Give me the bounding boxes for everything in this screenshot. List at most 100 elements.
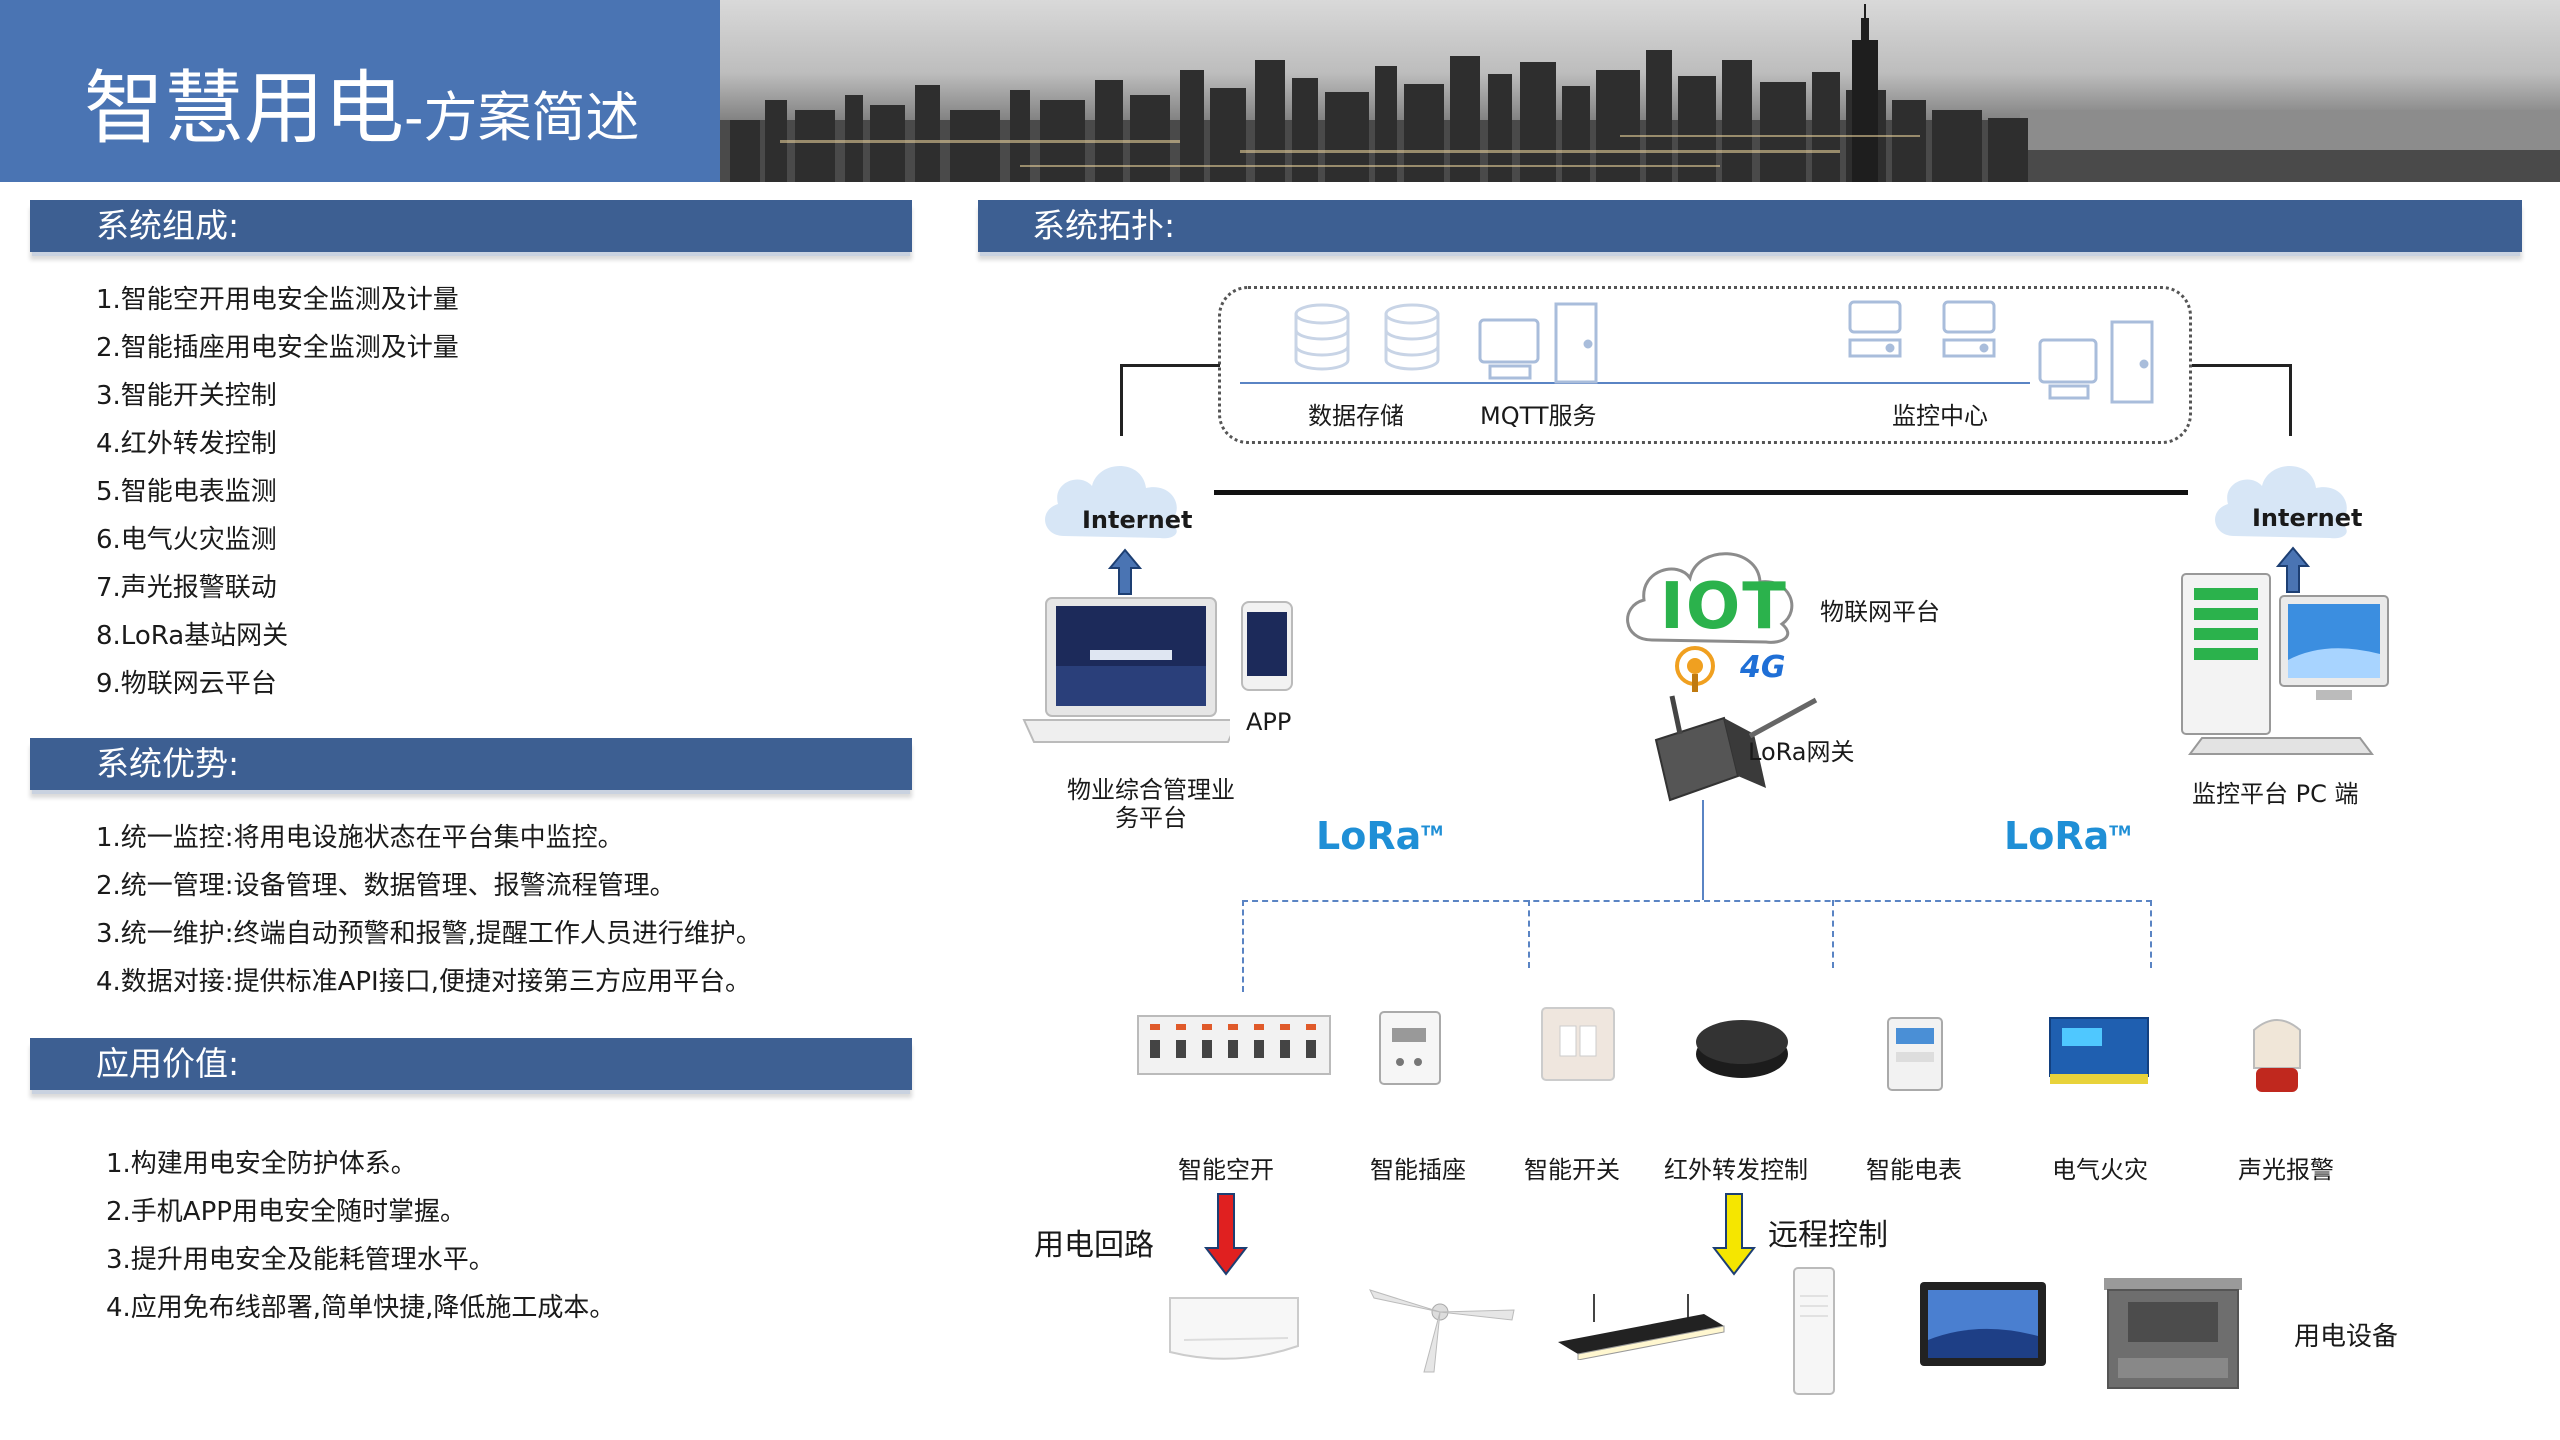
label-internet-right: Internet <box>2252 504 2363 532</box>
connector-line <box>2192 364 2292 367</box>
lora-gateway-icon <box>1654 695 1818 802</box>
list-item: 5.智能电表监测 <box>96 477 277 507</box>
device-label: 智能插座 <box>1370 1156 1466 1184</box>
lora-logo-left: LoRaTM <box>1316 814 1443 858</box>
list-item: 3.提升用电安全及能耗管理水平。 <box>106 1245 495 1275</box>
list-item: 4.应用免布线部署,简单快捷,降低施工成本。 <box>106 1293 616 1323</box>
gateway-link-line <box>1702 800 1704 900</box>
list-item: 4.红外转发控制 <box>96 429 277 459</box>
smart-switch-icon <box>1541 1007 1615 1081</box>
lora-drop-line <box>1528 900 1530 968</box>
monitor-icon <box>1942 300 1996 358</box>
section-bar-topology: 系统拓扑: <box>978 200 2522 252</box>
list-item: 8.LoRa基站网关 <box>96 621 289 651</box>
smart-meter-icon <box>1887 1017 1943 1091</box>
list-item: 1.智能空开用电安全监测及计量 <box>96 285 459 315</box>
lora-drop-line <box>1242 900 1244 992</box>
connector-line <box>2289 364 2292 436</box>
desktop-pc-icon <box>2181 573 2389 755</box>
list-item: 2.统一管理:设备管理、数据管理、报警流程管理。 <box>96 871 676 901</box>
signal-tower-icon <box>1675 646 1715 692</box>
fire-monitor-icon <box>2049 1017 2149 1084</box>
section-title-composition: 系统组成: <box>96 206 240 245</box>
list-item: 9.物联网云平台 <box>96 669 277 699</box>
monitor-icon <box>1848 300 1902 358</box>
server-computer-icon <box>2038 320 2154 404</box>
device-label: 智能电表 <box>1866 1156 1962 1184</box>
page-title-main: 智慧用电 <box>84 62 404 155</box>
label-pc-platform: 监控平台 PC 端 <box>2192 780 2359 808</box>
list-item: 3.统一维护:终端自动预警和报警,提醒工作人员进行维护。 <box>96 919 762 949</box>
section-bar-composition: 系统组成: <box>30 200 912 252</box>
lora-bus-line <box>1242 900 2152 902</box>
iot-cloud-icon <box>1626 552 1794 644</box>
ir-controller-icon <box>1696 1020 1788 1078</box>
server-line <box>1240 382 2030 384</box>
label-remote-control: 远程控制 <box>1768 1218 1888 1253</box>
section-title-topology: 系统拓扑: <box>1032 206 1176 245</box>
section-title-advantages: 系统优势: <box>96 744 240 783</box>
lora-drop-line <box>2150 900 2152 968</box>
device-label: 电气火灾 <box>2052 1156 2148 1184</box>
cloud-icon <box>2215 466 2347 539</box>
lora-drop-line <box>1832 900 1834 968</box>
section-title-value: 应用价值: <box>96 1044 240 1083</box>
cloud-icon <box>1045 466 1177 539</box>
list-item: 6.电气火灾监测 <box>96 525 277 555</box>
label-lora-gateway: LoRa网关 <box>1748 738 1855 766</box>
laptop-icon <box>1022 597 1230 743</box>
standing-ac-icon <box>1793 1267 1835 1395</box>
lora-tm: TM <box>1421 824 1444 840</box>
label-iot-platform: 物联网平台 <box>1820 598 1940 626</box>
lora-logo-text: LoRa <box>1316 814 1422 858</box>
label-mqtt-service: MQTT服务 <box>1480 402 1597 430</box>
ceiling-fan-icon <box>1369 1289 1515 1373</box>
page-title: 智慧用电-方案简述 <box>84 44 640 160</box>
device-label: 智能开关 <box>1524 1156 1620 1184</box>
device-label: 红外转发控制 <box>1664 1156 1808 1184</box>
device-label: 智能空开 <box>1178 1156 1274 1184</box>
database-icon <box>1384 303 1440 371</box>
section-bar-advantages: 系统优势: <box>30 738 912 790</box>
value-list: 1.构建用电安全防护体系。 2.手机APP用电安全随时掌握。 3.提升用电安全及… <box>106 1140 615 1332</box>
label-monitor-center: 监控中心 <box>1892 402 1988 430</box>
iot-logo-text: IOT <box>1660 570 1788 644</box>
composition-list: 1.智能空开用电安全监测及计量 2.智能插座用电安全监测及计量 3.智能开关控制… <box>96 276 459 708</box>
lora-logo-right: LoRaTM <box>2004 814 2131 858</box>
connector-line <box>1120 364 1123 436</box>
smart-socket-icon <box>1379 1011 1441 1085</box>
backbone-line <box>1214 490 2188 495</box>
down-arrow-yellow-icon <box>1712 1193 1756 1276</box>
device-label: 声光报警 <box>2238 1156 2334 1184</box>
air-conditioner-icon <box>1169 1297 1299 1360</box>
skyline-image <box>720 4 2560 182</box>
up-arrow-icon <box>2276 546 2310 593</box>
label-4g: 4G <box>1740 650 1786 685</box>
label-data-storage: 数据存储 <box>1308 402 1404 430</box>
label-app: APP <box>1246 708 1292 736</box>
list-item: 3.智能开关控制 <box>96 381 277 411</box>
city-skyline-banner <box>720 0 2560 182</box>
label-equipment: 用电设备 <box>2294 1322 2399 1352</box>
lora-tm: TM <box>2109 824 2132 840</box>
connector-line <box>1120 364 1220 367</box>
label-circuit: 用电回路 <box>1034 1228 1154 1263</box>
ceiling-light-icon <box>1558 1294 1725 1360</box>
smart-breaker-icon <box>1137 1015 1331 1075</box>
up-arrow-icon <box>1108 548 1142 595</box>
list-item: 1.构建用电安全防护体系。 <box>106 1149 417 1179</box>
title-panel <box>0 0 720 182</box>
label-internet-left: Internet <box>1082 506 1193 534</box>
list-item: 1.统一监控:将用电设施状态在平台集中监控。 <box>96 823 624 853</box>
list-item: 2.手机APP用电安全随时掌握。 <box>106 1197 466 1227</box>
lora-logo-text: LoRa <box>2004 814 2110 858</box>
label-property-platform: 物业综合管理业务平台 <box>1067 776 1235 832</box>
list-item: 4.数据对接:提供标准API接口,便捷对接第三方应用平台。 <box>96 967 751 997</box>
page-title-sub: -方案简述 <box>404 86 640 149</box>
down-arrow-red-icon <box>1204 1193 1248 1276</box>
database-icon <box>1294 303 1350 371</box>
phone-icon <box>1241 601 1293 691</box>
server-computer-icon <box>1478 302 1598 384</box>
section-bar-value: 应用价值: <box>30 1038 912 1090</box>
advantages-list: 1.统一监控:将用电设施状态在平台集中监控。 2.统一管理:设备管理、数据管理、… <box>96 814 762 1006</box>
